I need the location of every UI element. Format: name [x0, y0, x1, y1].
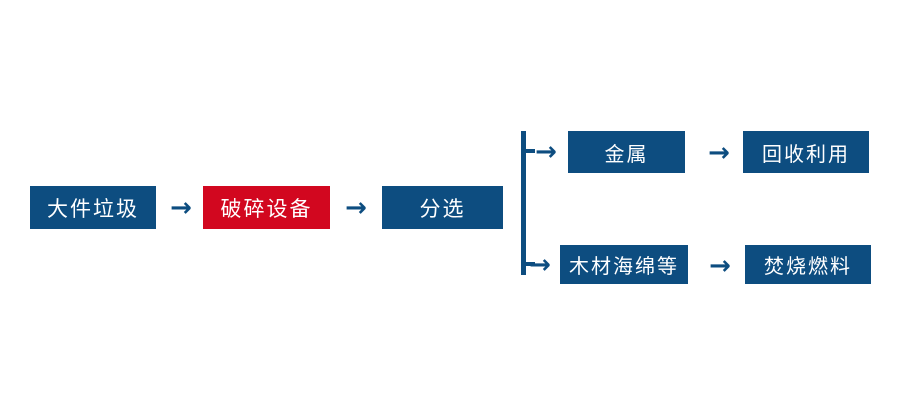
node-sorting[interactable]: 分选: [382, 186, 503, 229]
arrow-right-icon-branch-top: →: [535, 137, 557, 167]
arrow-right-icon-wood-to-burn: →: [709, 251, 731, 281]
split-branch-connector-stub-top: [521, 149, 535, 153]
arrow-right-icon-metal-to-recycle: →: [708, 138, 730, 168]
node-incineration-fuel[interactable]: 焚烧燃料: [745, 245, 871, 284]
node-metal-label: 金属: [604, 141, 649, 166]
node-bulky-waste[interactable]: 大件垃圾: [30, 186, 156, 229]
node-sorting-label: 分选: [419, 196, 466, 221]
node-recycling-reuse-label: 回收利用: [762, 141, 850, 166]
node-wood-sponge-etc[interactable]: 木材海绵等: [560, 245, 688, 284]
split-branch-connector-stub-bottom: [521, 262, 535, 266]
node-incineration-fuel-label: 焚烧燃料: [764, 254, 852, 278]
arrow-right-icon-bulky-to-crusher: →: [170, 193, 192, 223]
arrow-right-icon-branch-bottom: →: [529, 250, 551, 280]
node-wood-sponge-etc-label: 木材海绵等: [569, 254, 679, 278]
node-crushing-equipment-label: 破碎设备: [220, 196, 313, 221]
arrow-right-icon-crusher-to-sorting: →: [345, 193, 367, 223]
node-bulky-waste-label: 大件垃圾: [47, 196, 139, 221]
split-branch-connector-trunk: [521, 131, 526, 275]
node-metal[interactable]: 金属: [568, 131, 685, 173]
node-crushing-equipment[interactable]: 破碎设备: [203, 186, 330, 229]
node-recycling-reuse[interactable]: 回收利用: [743, 131, 869, 173]
